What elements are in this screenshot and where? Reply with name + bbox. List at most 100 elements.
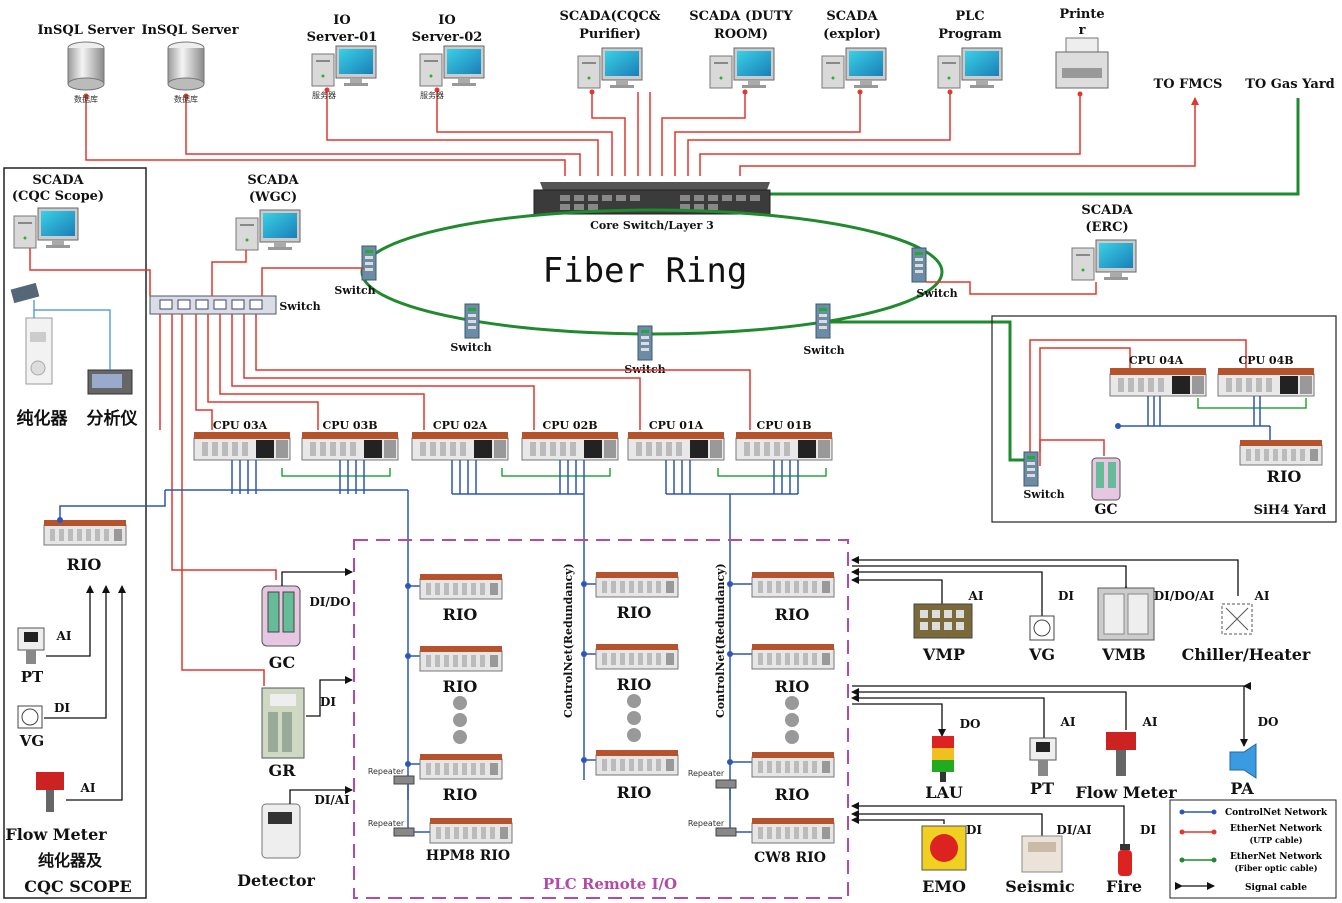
cpu-01b-label: CPU 01B [756,419,811,432]
ring-switch-4: Switch [803,303,845,357]
scada-cqc-line1: SCADA(CQC& [559,9,660,24]
repeater-c3-2: Repeater [688,819,725,828]
vmb-sig: DI/DO/AI [1154,589,1215,603]
left-flow-label: Flow Meter [5,825,107,844]
sih4-rio-label: RIO [1267,467,1302,486]
rio-col1: RIO RIO RIO Repeater Repeater HPM8 RIO [368,573,513,864]
vg-sig: DI [1058,589,1074,603]
ring-switch-4-label: Switch [803,344,844,357]
gc-device [261,585,301,647]
insql-server-1: InSQL Server 数据库 [37,23,134,104]
cpu-02b: CPU 02B [521,419,619,461]
vmp-device [913,603,973,639]
lau-sig: DO [960,717,981,731]
ring-switch-1-label: Switch [334,284,375,297]
plc-remote-frame [353,539,849,899]
legend-ethernet-utp-sub: (UTP cable) [1249,835,1302,845]
rio-c3-3: RIO [775,785,810,804]
pt-label: PT [1030,779,1054,798]
pa-device [1229,743,1257,779]
left-vg [17,705,43,729]
scada-scope-line2: (CQC Scope) [12,189,104,204]
detector-sig: DI/AI [314,793,350,807]
cpu-03a-label: CPU 03A [213,419,268,432]
analyzer-device [87,369,133,395]
plc-program-line1: PLC [955,9,984,24]
scada-duty-line1: SCADA (DUTY [689,9,793,24]
legend-signal: Signal cable [1245,883,1307,893]
scada-scope-line1: SCADA [32,173,84,188]
scada-wgc-line1: SCADA [247,173,299,188]
sih4-cpu-b-label: CPU 04B [1238,354,1293,367]
purifier-label: 纯化器 [17,408,69,429]
insql-server-2-title: InSQL Server [141,23,238,38]
ring-switch-5: Switch [911,247,958,300]
legend-ethernet-fiber: EtherNet Network [1230,852,1323,862]
io-server-01-line2: Server-01 [307,30,378,45]
printer-line1: Printe [1059,7,1104,22]
left-footer-2: CQC SCOPE [24,877,131,896]
cpu-02a-label: CPU 02A [433,419,488,432]
scada-duty-room: SCADA (DUTY ROOM) [689,9,793,89]
flow-meter-sig: AI [1142,715,1158,729]
chiller-device [1221,603,1253,635]
plc-program: PLC Program [937,9,1003,89]
fiber-ring-label: Fiber Ring [543,251,748,291]
sih4-gc [1091,457,1121,501]
detector-label: Detector [237,871,315,890]
ring-switch-2-label: Switch [450,341,491,354]
pt-device [1029,737,1057,776]
chiller-sig: AI [1254,589,1270,603]
scada-explor: SCADA (explor) [821,9,887,89]
emo-sig: DI [966,823,982,837]
io-server-02-line1: IO [438,13,455,28]
sih4-switch [1023,451,1039,487]
sih4-cpu-b: CPU 04B [1217,354,1315,397]
cpu-03b: CPU 03B [301,419,399,461]
analyzer-label: 分析仪 [87,408,139,429]
sih4-yard-frame [991,315,1337,523]
io-server-01-caption: 服务器 [312,90,336,100]
left-panel-frame [3,167,147,899]
vmp-sig: AI [968,589,984,603]
printer: Printe r [1055,7,1109,89]
fire-label: Fire [1106,877,1142,896]
legend-ethernet-fiber-sub: (Fiber optic cable) [1234,863,1317,873]
vg-label: VG [1028,645,1055,664]
io-server-01: IO Server-01 服务器 [307,13,378,100]
rio-col3: ControlNet(Redundancy) RIO RIO RIO Repea… [688,563,835,866]
switch-to-cpu-lines [159,314,751,686]
vg-device [1029,615,1055,641]
insql-server-2-caption: 数据库 [174,94,198,104]
io-server-02: IO Server-02 服务器 [412,13,485,100]
repeater-c3-1: Repeater [688,769,725,778]
left-rio-label: RIO [67,555,102,574]
io-server-02-caption: 服务器 [420,90,444,100]
seismic-label: Seismic [1005,877,1075,896]
hpm8-rio-label: HPM8 RIO [426,848,510,864]
sih4-red-1 [1029,339,1247,452]
lau-label: LAU [925,783,963,802]
fire-extinguisher-device [1118,844,1132,876]
legend: ControlNet Network EtherNet Network (UTP… [1169,799,1337,899]
left-pt [17,627,45,664]
to-gas-yard: TO Gas Yard [1245,77,1335,92]
rio-c2-2: RIO [617,675,652,694]
detector-device [261,803,301,859]
plc-remote-label: PLC Remote I/O [543,875,677,893]
pa-label: PA [1230,779,1254,798]
sih4-cpu-a: CPU 04A [1109,354,1207,397]
left-pt-label: PT [21,668,44,686]
pt-sig: AI [1060,715,1076,729]
cpu-03a: CPU 03A [193,419,291,461]
plc-program-line2: Program [938,27,1002,42]
sih4-gc-label: GC [1094,502,1117,518]
left-rio-controlnet [59,490,166,520]
flow-meter-label: Flow Meter [1075,783,1177,802]
cpu-01a: CPU 01A [627,419,725,461]
scada-cqc-scope: SCADA (CQC Scope) [12,173,104,249]
seismic-sig: DI/AI [1056,823,1092,837]
scada-explor-line1: SCADA [826,9,878,24]
purifier-device [10,282,53,385]
top-ethernet-lines [83,87,1199,176]
